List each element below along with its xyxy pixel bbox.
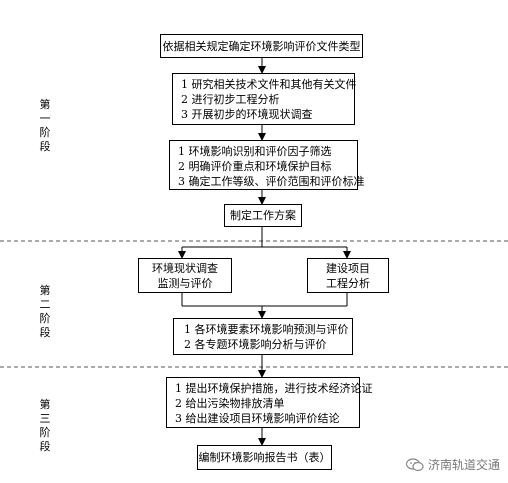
box-line: 工程分析	[326, 277, 370, 290]
box-line: 建设项目	[326, 262, 370, 275]
stage-label-2: 第二阶段	[39, 284, 51, 339]
box-line: 3 开展初步的环境现状调查	[181, 108, 313, 121]
box-line: 1 环境影响识别和评价因子筛选	[178, 145, 332, 158]
box-environment-survey: 环境现状调查 监测与评价	[138, 258, 232, 293]
stage-label-3: 第三阶段	[39, 398, 51, 453]
box-work-plan: 制定工作方案	[224, 204, 302, 227]
box-impact-identification: 1 环境影响识别和评价因子筛选 2 明确评价重点和环境保护目标 3 确定工作等级…	[169, 140, 365, 190]
box-line: 制定工作方案	[230, 209, 296, 222]
box-line: 1 研究相关技术文件和其他有关文件	[181, 78, 357, 91]
box-line: 监测与评价	[157, 277, 213, 290]
box-project-analysis: 建设项目 工程分析	[307, 258, 389, 293]
box-line: 3 确定工作等级、评价范围和评价标准	[178, 175, 365, 188]
wechat-icon	[405, 457, 424, 472]
watermark: 济南轨道交通	[405, 456, 500, 473]
box-line: 依据相关规定确定环境影响评价文件类型	[162, 40, 361, 53]
box-line: 环境现状调查	[152, 262, 218, 275]
box-line: 2 各专题环境影响分析与评价	[184, 338, 327, 351]
box-line: 2 明确评价重点和环境保护目标	[178, 160, 332, 173]
box-line: 2 给出污染物排放清单	[175, 397, 285, 410]
stage-label-1: 第一阶段	[39, 98, 51, 153]
watermark-text: 济南轨道交通	[427, 458, 500, 472]
box-compile-report: 编制环境影响报告书（表）	[197, 445, 332, 470]
box-preliminary-study: 1 研究相关技术文件和其他有关文件 2 进行初步工程分析 3 开展初步的环境现状…	[172, 73, 357, 125]
box-line: 2 进行初步工程分析	[181, 93, 280, 106]
box-protection-measures: 1 提出环境保护措施，进行技术经济论证 2 给出污染物排放清单 3 给出建设项目…	[166, 377, 373, 428]
box-line: 1 各环境要素环境影响预测与评价	[184, 323, 349, 336]
box-line: 3 给出建设项目环境影响评价结论	[175, 412, 340, 425]
box-determine-document-type: 依据相关规定确定环境影响评价文件类型	[160, 34, 363, 58]
box-line: 1 提出环境保护措施，进行技术经济论证	[175, 382, 373, 395]
box-impact-prediction: 1 各环境要素环境影响预测与评价 2 各专题环境影响分析与评价	[173, 318, 353, 355]
box-line: 编制环境影响报告书（表）	[198, 451, 331, 464]
